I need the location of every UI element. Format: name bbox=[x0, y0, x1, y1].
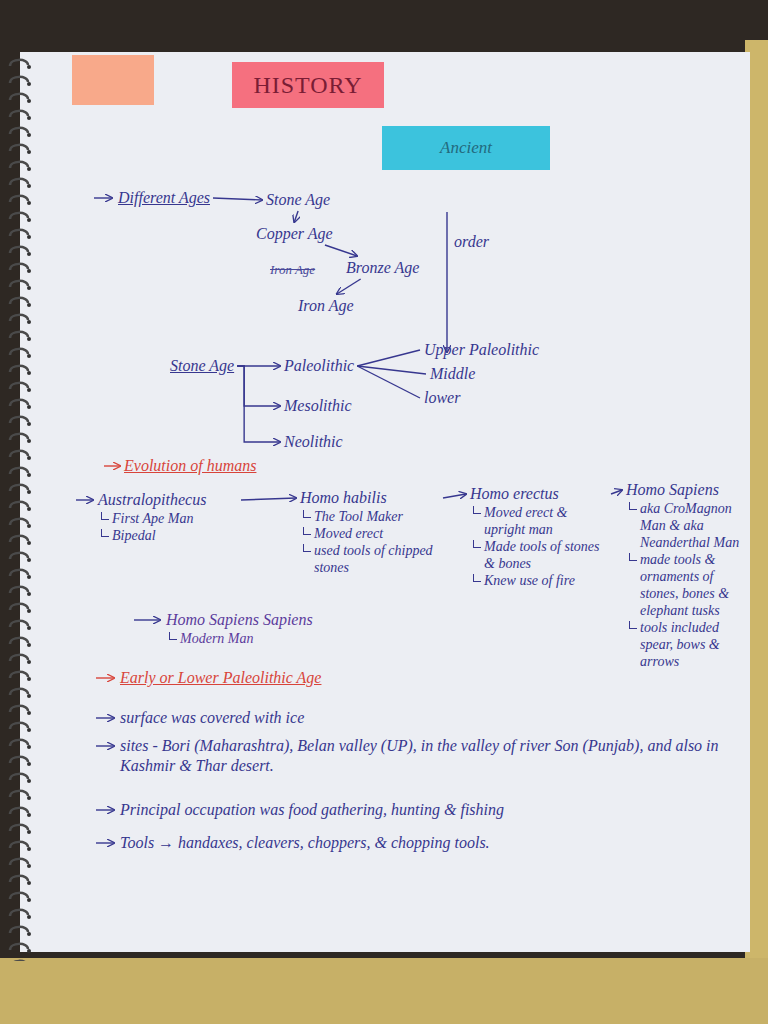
sub-period-item: Middle bbox=[430, 364, 475, 384]
node-point: made tools & ornaments of stones, bones … bbox=[626, 551, 748, 619]
bullet-arrow bbox=[96, 677, 114, 678]
notebook-page bbox=[20, 52, 750, 952]
node-heading: Paleolithic bbox=[284, 356, 354, 376]
node-heading: Bronze Age bbox=[346, 258, 419, 278]
connector-arrow bbox=[213, 198, 262, 200]
note-line: surface was covered with ice bbox=[120, 708, 304, 728]
note-line: Tools → handaxes, cleavers, choppers, & … bbox=[120, 833, 490, 853]
struck-word: Iron Age bbox=[270, 260, 315, 280]
table-edge bbox=[0, 958, 768, 1024]
node-heading: Ancient bbox=[440, 138, 492, 158]
sub-period-item: Upper Paleolithic bbox=[424, 340, 539, 360]
spiral-binding bbox=[8, 56, 32, 961]
topic-heading: Different Ages bbox=[118, 188, 210, 208]
connector-arrow bbox=[443, 494, 466, 498]
connector-arrow bbox=[357, 366, 426, 374]
connector-arrow bbox=[325, 245, 357, 256]
node-point: used tools of chipped stones bbox=[300, 542, 440, 576]
age-item: Iron Age bbox=[298, 296, 354, 316]
period-item: Neolithic bbox=[284, 432, 343, 452]
node-heading: Homo Sapiens Sapiens bbox=[166, 610, 313, 630]
sub-period-item: lower bbox=[424, 388, 460, 408]
node-point: Bipedal bbox=[98, 527, 238, 544]
node-heading: Neolithic bbox=[284, 432, 343, 452]
page-title: HISTORY bbox=[232, 62, 384, 108]
connector-arrow bbox=[357, 366, 420, 398]
bullet-arrow bbox=[96, 717, 114, 718]
node-point: Modern Man bbox=[166, 630, 313, 647]
species-entry: AustralopithecusFirst Ape ManBipedal bbox=[98, 490, 238, 544]
node-heading: Copper Age bbox=[256, 224, 333, 244]
node-heading: Upper Paleolithic bbox=[424, 340, 539, 360]
species-entry: Homo habilisThe Tool MakerMoved erectuse… bbox=[300, 488, 440, 576]
node-heading: Australopithecus bbox=[98, 490, 238, 510]
section-heading: Evolution of humans bbox=[124, 456, 256, 476]
age-item: Copper Age bbox=[256, 224, 333, 244]
sticky-note bbox=[72, 55, 154, 105]
node-heading: lower bbox=[424, 388, 460, 408]
note-line: Principal occupation was food gathering,… bbox=[120, 800, 504, 820]
bullet-arrow bbox=[96, 745, 114, 746]
period-item: Paleolithic bbox=[284, 356, 354, 376]
age-item: Stone Age bbox=[266, 190, 330, 210]
node-heading: Homo Sapiens bbox=[626, 480, 748, 500]
section-heading: Early or Lower Paleolithic Age bbox=[120, 668, 321, 688]
node-point: Moved erect bbox=[300, 525, 440, 542]
connector-arrow bbox=[611, 490, 622, 494]
species-entry: Homo erectusMoved erect & upright manMad… bbox=[470, 484, 608, 589]
order-arrow bbox=[446, 212, 447, 352]
species-entry: Homo Sapiens SapiensModern Man bbox=[166, 610, 313, 647]
node-point: The Tool Maker bbox=[300, 508, 440, 525]
node-point: First Ape Man bbox=[98, 510, 238, 527]
node-point: Moved erect & upright man bbox=[470, 504, 608, 538]
order-note: order bbox=[454, 232, 489, 252]
node-heading: Homo habilis bbox=[300, 488, 440, 508]
node-heading: Middle bbox=[430, 364, 475, 384]
node-heading: Mesolithic bbox=[284, 396, 352, 416]
node-heading: Iron Age bbox=[298, 296, 354, 316]
species-entry: Homo Sapiensaka CroMagnon Man & aka Nean… bbox=[626, 480, 748, 670]
bullet-arrow bbox=[76, 499, 93, 500]
highlight-band: Ancient bbox=[382, 126, 550, 170]
period-item: Mesolithic bbox=[284, 396, 352, 416]
node-point: Made tools of stones & bones bbox=[470, 538, 608, 572]
node-point: tools included spear, bows & arrows bbox=[626, 619, 748, 670]
node-heading: Stone Age bbox=[266, 190, 330, 210]
node-point: Knew use of fire bbox=[470, 572, 608, 589]
node-heading: Different Ages bbox=[118, 188, 210, 208]
connector-arrow bbox=[337, 279, 361, 294]
age-item: Bronze Age bbox=[346, 258, 419, 278]
note-line: sites - Bori (Maharashtra), Belan valley… bbox=[120, 736, 720, 776]
bullet-arrow bbox=[96, 842, 114, 843]
node-heading: Stone Age bbox=[170, 356, 234, 376]
node-heading: Homo erectus bbox=[470, 484, 608, 504]
node-point: aka CroMagnon Man & aka Neanderthal Man bbox=[626, 500, 748, 551]
bullet-arrow bbox=[96, 809, 114, 810]
connector-arrow bbox=[357, 350, 420, 366]
topic-heading: Stone Age bbox=[170, 356, 234, 376]
connector-arrow bbox=[294, 211, 298, 222]
connector-arrow bbox=[241, 498, 296, 500]
bullet-arrow bbox=[104, 465, 120, 466]
bullet-arrow bbox=[134, 619, 160, 620]
connector-arrow bbox=[237, 366, 280, 442]
bullet-arrow bbox=[94, 197, 112, 198]
